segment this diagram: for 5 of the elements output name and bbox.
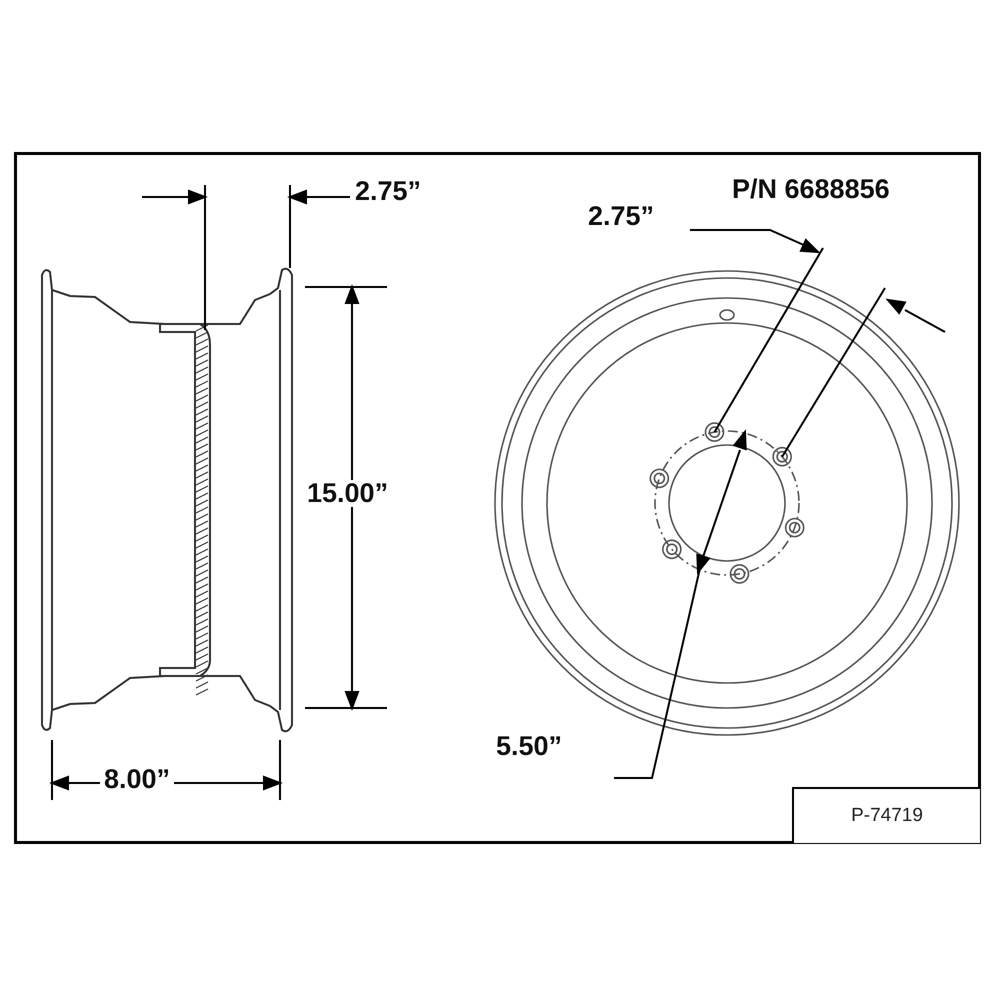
drawing-number-box: P-74719 [792,787,980,843]
dimension-label: 2.75” [355,178,422,205]
dimension-label: 5.50” [496,733,562,760]
dimension-label: P/N 6688856 [732,176,890,203]
dimension-label: 2.75” [588,203,654,230]
